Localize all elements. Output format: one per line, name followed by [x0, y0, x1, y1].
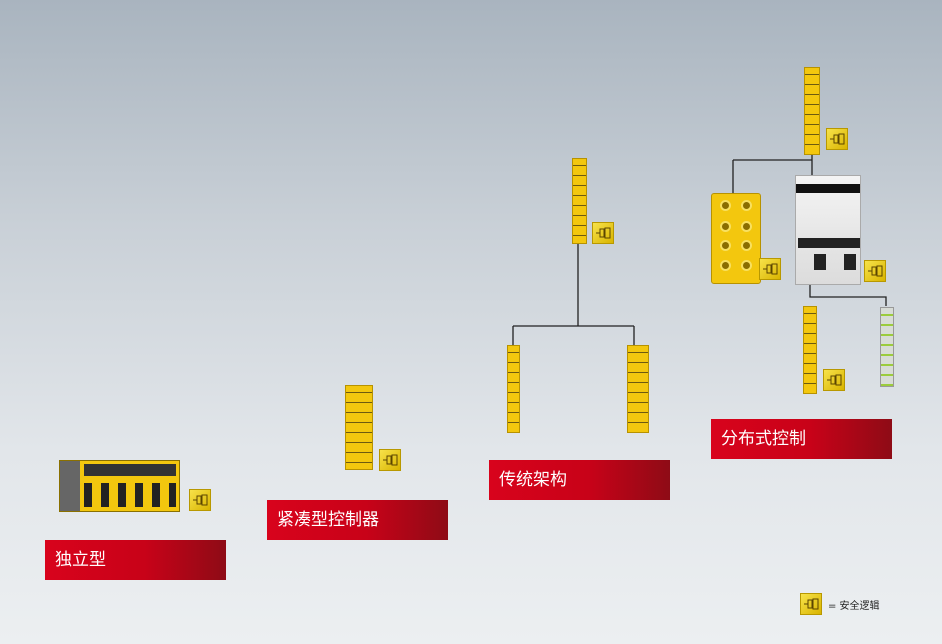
label-traditional-architecture: 传统架构 — [489, 460, 670, 500]
safety-logic-icon — [379, 449, 401, 471]
central-controller-module — [572, 158, 587, 244]
legend-text: = 安全逻辑 — [828, 601, 880, 612]
safety-logic-icon — [592, 222, 614, 244]
safety-logic-icon — [826, 128, 848, 150]
safety-logic-icon — [800, 593, 822, 615]
standalone-controller-device — [59, 460, 180, 512]
safety-logic-icon — [864, 260, 886, 282]
compact-controller-device — [345, 385, 373, 470]
label-standalone: 独立型 — [45, 540, 226, 580]
label-compact-controller: 紧凑型控制器 — [267, 500, 448, 540]
label-distributed-control: 分布式控制 — [711, 419, 892, 459]
field-io-block — [711, 193, 761, 284]
distributed-controller — [795, 175, 861, 285]
io-module-right — [627, 345, 649, 433]
safety-logic-icon — [759, 258, 781, 280]
safety-logic-icon — [189, 489, 211, 511]
safety-logic-icon — [823, 369, 845, 391]
distributed-top-module — [804, 67, 820, 155]
standard-io-module — [880, 307, 894, 387]
distributed-io-module — [803, 306, 817, 394]
io-module-left — [507, 345, 520, 433]
